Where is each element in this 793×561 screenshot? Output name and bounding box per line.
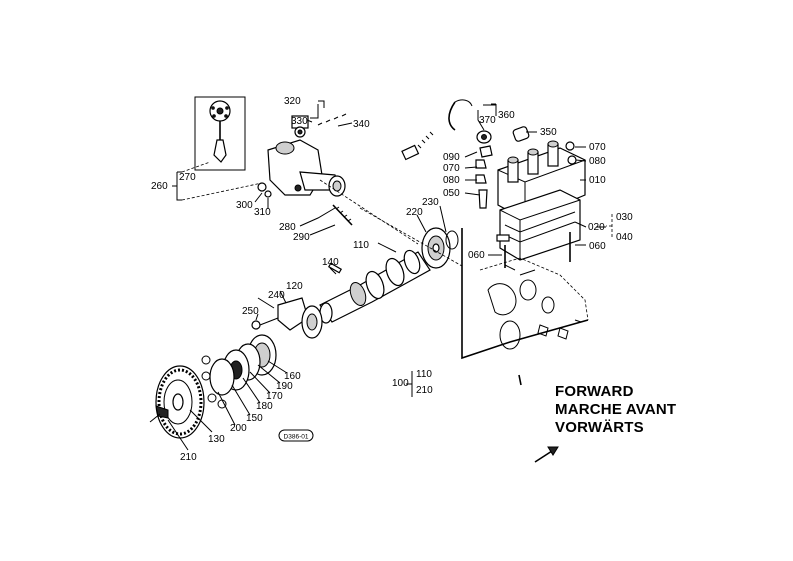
label-350: 350 [540,127,557,138]
label-150: 150 [246,413,263,424]
injection-pump-body [496,140,586,268]
label-340: 340 [353,119,370,130]
bearing-220 [421,227,459,269]
label-160: 160 [284,371,301,382]
label-280: 280 [279,222,296,233]
label-250: 250 [242,306,259,317]
label-080-left: 080 [443,175,460,186]
label-070-left: 070 [443,163,460,174]
label-140: 140 [322,257,339,268]
label-120: 120 [286,281,303,292]
label-010: 010 [589,175,606,186]
gear-case-outline [461,228,589,386]
label-290: 290 [293,232,310,243]
governor-weights [251,297,323,339]
part-number-labels: 320 330 340 360 370 350 070 080 010 090 … [151,96,633,463]
label-020: 020 [588,222,605,233]
camshaft [319,249,431,324]
inset-detail-box [194,96,246,171]
label-370: 370 [479,115,496,126]
label-100-110: 110 [416,369,432,380]
governor-housing [257,139,353,226]
label-300: 300 [236,200,253,211]
label-210: 210 [180,452,197,463]
diagram-code: D386-01 [284,434,309,441]
label-080-right: 080 [589,156,606,167]
fuel-hose [309,95,439,161]
label-310: 310 [254,207,271,218]
small-fittings-top [448,99,530,209]
label-320: 320 [284,96,301,107]
label-180: 180 [256,401,273,412]
label-360: 360 [498,110,515,121]
hose-fitting [291,115,309,138]
forward-direction-note: FORWARD MARCHE AVANT VORWÄRTS [555,383,676,437]
label-110: 110 [353,240,369,251]
label-240: 240 [268,290,285,301]
label-230: 230 [422,197,439,208]
label-100-210: 210 [416,385,433,396]
forward-line-en: FORWARD [555,383,634,400]
label-170: 170 [266,391,283,402]
label-030: 030 [616,212,633,223]
forward-line-fr: MARCHE AVANT [555,401,677,418]
forward-line-de: VORWÄRTS [555,419,644,436]
gear-stack [201,334,277,409]
label-190: 190 [276,381,293,392]
label-050: 050 [443,188,460,199]
label-270: 270 [179,172,196,183]
label-070-right: 070 [589,142,606,153]
label-060-right: 060 [589,241,606,252]
label-200: 200 [230,423,247,434]
label-220: 220 [406,207,423,218]
forward-arrow-icon [534,446,559,463]
diagram-code-badge: D386-01 [278,429,314,442]
label-130: 130 [208,434,225,445]
label-040: 040 [616,232,633,243]
label-060-left: 060 [468,250,485,261]
label-090: 090 [443,152,460,163]
label-260: 260 [151,181,168,192]
injection-pump-gear [149,365,205,439]
label-100: 100 [392,378,409,389]
label-330: 330 [291,116,308,127]
leader-lines [167,100,613,451]
